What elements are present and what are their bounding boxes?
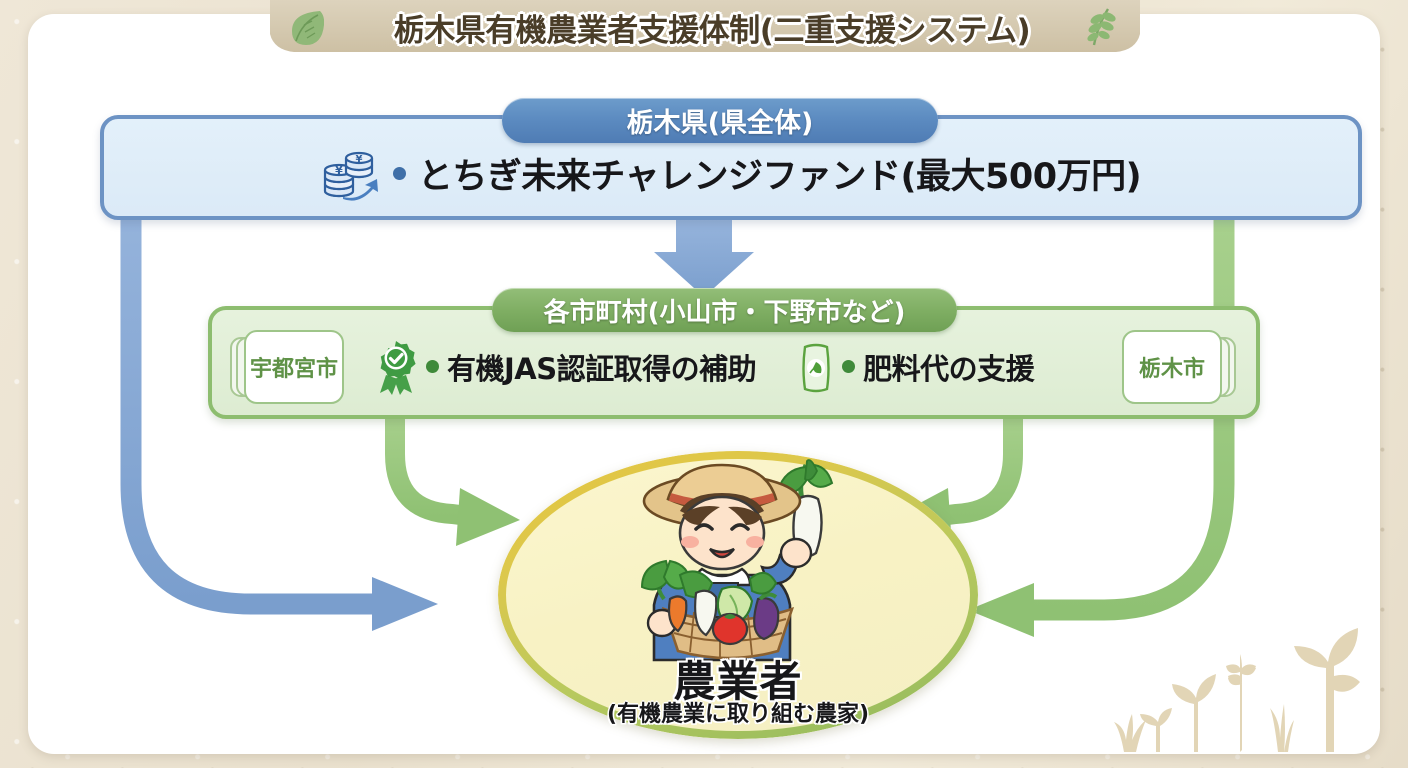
municipality-item-label: 肥料代の支援 [863, 351, 1035, 386]
farmer-title: 農業者 [673, 657, 803, 706]
banner-title: 栃木県有機農業者支援体制(二重支援システム) [393, 13, 1031, 49]
municipality-content-row: 宇都宮市 有機JAS認証取得の補助 [212, 329, 1256, 404]
farmer-with-vegetable-basket-icon [640, 459, 834, 662]
leaf-icon [292, 11, 324, 45]
municipality-item-fertilizer: 肥料代の支援 [796, 341, 1035, 393]
fertilizer-bag-icon [796, 341, 836, 393]
bullet-marker [842, 360, 856, 373]
banner-ribbon-shape [270, 0, 1140, 52]
bullet-marker [392, 167, 406, 180]
municipality-badge: 各市町村(小山市・下野市など) [492, 288, 957, 332]
svg-text:¥: ¥ [355, 154, 362, 165]
arrow-prefecture-to-municipality [654, 220, 754, 297]
city-card-utsunomiya: 宇都宮市 [230, 329, 344, 404]
rosette-check-icon [372, 339, 420, 395]
arrow-municipality-to-farmer-left [385, 406, 520, 546]
city-card-tochigi: 栃木市 [1122, 329, 1236, 404]
fern-branch-icon [1087, 8, 1116, 46]
title-banner: 栃木県有機農業者支援体制(二重支援システム) [270, 0, 1140, 55]
municipality-item-label: 有機JAS認証取得の補助 [447, 351, 757, 386]
arrow-prefecture-to-farmer-left [120, 194, 438, 631]
prefecture-item-row: ¥ ¥ とちぎ未来チャレンジファンド(最大500万円) [321, 145, 1142, 203]
prefecture-fund-label: とちぎ未来チャレンジファンド(最大500万円) [417, 157, 1142, 197]
plant-silhouettes-icon [1114, 628, 1360, 752]
farmer-subtitle: (有機農業に取り組む農家) [606, 702, 870, 727]
coin-stack-yen-icon: ¥ ¥ [321, 145, 383, 203]
municipality-item-jas: 有機JAS認証取得の補助 [372, 339, 757, 395]
arrow-right-rail-to-farmer [968, 194, 1235, 637]
farmer-node: 農業者 (有機農業に取り組む農家) [498, 451, 978, 739]
infographic-card: ¥ ¥ とちぎ未来チャレンジファンド(最大500万円) 栃木県(県全体) 宇都宮… [28, 14, 1380, 754]
bullet-marker [426, 360, 439, 373]
city-card-label: 宇都宮市 [244, 329, 344, 404]
prefecture-badge: 栃木県(県全体) [502, 98, 938, 143]
svg-text:¥: ¥ [335, 164, 343, 177]
city-card-label: 栃木市 [1122, 329, 1222, 404]
